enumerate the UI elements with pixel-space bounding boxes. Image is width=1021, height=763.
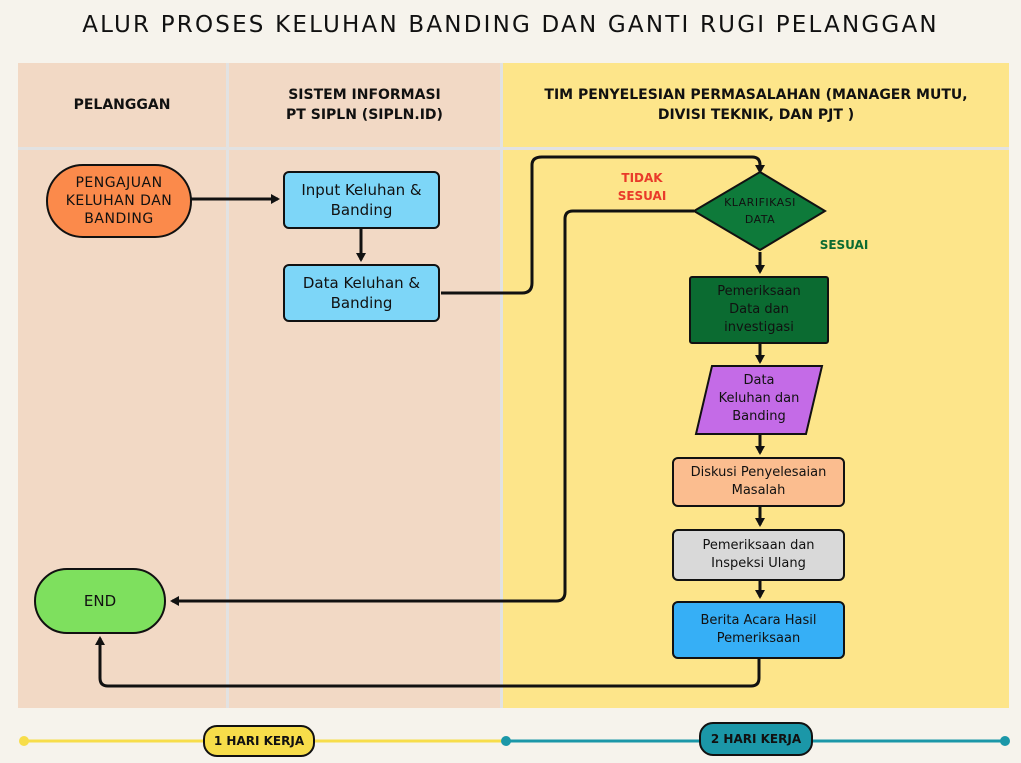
node-text-line: Input Keluhan & [301, 181, 422, 199]
data-io-label: Data Keluhan dan Banding [710, 372, 808, 426]
timeline-start-dot [19, 736, 29, 746]
label-sesuai: SESUAI [819, 238, 869, 252]
node-text-line: Banding [732, 409, 786, 424]
node-text-line: Masalah [731, 483, 786, 498]
decision-label: KLARIFIKASI DATA [712, 194, 808, 228]
node-diskusi-penyelesaian: Diskusi Penyelesaian Masalah [672, 457, 845, 507]
node-text-line: Data dan [729, 302, 789, 317]
timeline-end-dot [1000, 736, 1010, 746]
node-berita-acara: Berita Acara Hasil Pemeriksaan [672, 601, 845, 659]
node-text-line: Data [743, 373, 775, 388]
node-text-line: Berita Acara Hasil [700, 613, 817, 628]
node-text-line: BANDING [84, 211, 154, 227]
node-text-line: Pemeriksaan [717, 284, 801, 299]
node-text-line: Data Keluhan & [302, 274, 421, 292]
node-input-keluhan: Input Keluhan & Banding [283, 171, 440, 229]
node-text-line: Diskusi Penyelesaian [690, 465, 827, 480]
lane-pelanggan-header: PELANGGAN [73, 97, 171, 113]
node-end: END [34, 568, 166, 634]
lane-divider [503, 147, 1009, 150]
node-text-line: Banding [330, 294, 393, 312]
node-text-line: KLARIFIKASI [724, 196, 796, 209]
edge-label-line: SESUAI [617, 189, 667, 203]
timeline-badge-day1: 1 HARI KERJA [203, 725, 315, 757]
node-end-label: END [83, 592, 117, 610]
node-text-line: Keluhan dan [718, 391, 800, 406]
lane-header-line: SISTEM INFORMASI [288, 87, 441, 103]
diagram-title: ALUR PROSES KELUHAN BANDING DAN GANTI RU… [82, 12, 939, 38]
node-text-line: Pemeriksaan dan [702, 538, 815, 553]
node-data-keluhan-sistem: Data Keluhan & Banding [283, 264, 440, 322]
edge-decision-tidak-sesuai-to-end [170, 209, 694, 606]
node-text-line: PENGAJUAN [75, 175, 163, 191]
lane-divider [18, 147, 226, 150]
node-pengajuan-keluhan: PENGAJUAN KELUHAN DAN BANDING [46, 164, 192, 238]
decision-diamond [692, 170, 827, 252]
data-parallelogram [694, 365, 824, 435]
node-text-line: Pemeriksaan [716, 631, 801, 646]
node-text-line: Inspeksi Ulang [711, 556, 806, 571]
lane-divider [229, 147, 500, 150]
timeline-mid-dot [501, 736, 511, 746]
node-text-line: KELUHAN DAN [65, 193, 173, 209]
lane-header-line: PT SIPLN (SIPLN.ID) [286, 107, 443, 123]
node-text-line: DATA [744, 213, 776, 226]
lane-header-line: DIVISI TEKNIK, DAN PJT ) [657, 107, 855, 123]
node-pemeriksaan-data: Pemeriksaan Data dan investigasi [689, 276, 829, 344]
lane-sistem-informasi-header: SISTEM INFORMASI PT SIPLN (SIPLN.ID) [229, 63, 500, 147]
edge-data-to-decision [441, 155, 765, 295]
node-pemeriksaan-inspeksi: Pemeriksaan dan Inspeksi Ulang [672, 529, 845, 581]
edge-label-line: TIDAK [621, 171, 663, 185]
node-text-line: investigasi [724, 320, 794, 335]
label-tidak-sesuai: TIDAK SESUAI [612, 169, 672, 205]
edge-berita-to-end [95, 636, 761, 688]
lane-header-line: TIM PENYELESIAN PERMASALAHAN (MANAGER MU… [544, 87, 968, 103]
timeline-badge-day2: 2 HARI KERJA [699, 722, 813, 756]
lane-tim-header: TIM PENYELESIAN PERMASALAHAN (MANAGER MU… [503, 63, 1009, 147]
node-text-line: Banding [330, 201, 393, 219]
